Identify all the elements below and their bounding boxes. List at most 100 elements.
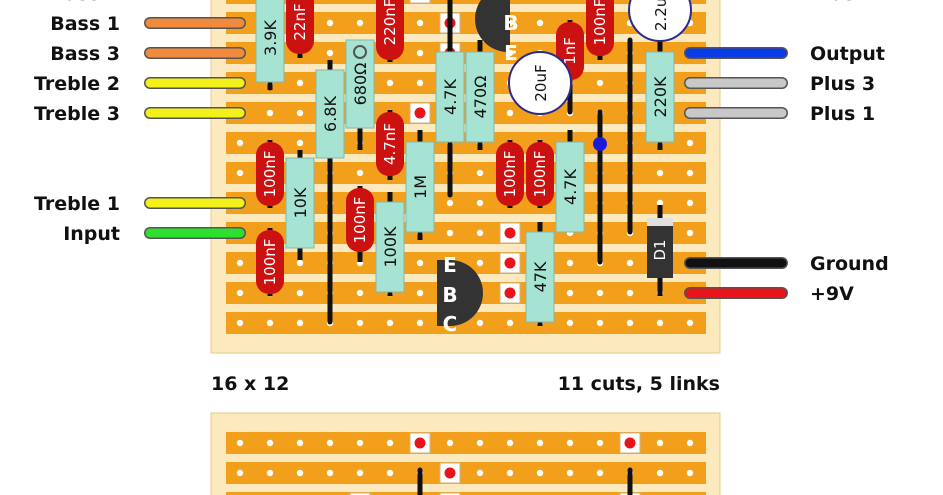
capacitor: 100nF xyxy=(496,140,524,208)
strip-hole xyxy=(236,259,244,267)
capacitor: 100nF xyxy=(586,0,614,60)
strip-hole xyxy=(566,289,574,297)
resistor-label: 4.7K xyxy=(561,169,580,205)
cut-dot xyxy=(414,437,426,449)
electrolytic-capacitor: 2.2uF xyxy=(628,0,692,42)
strip-hole xyxy=(686,229,694,237)
strip-hole xyxy=(326,439,334,447)
strip-hole xyxy=(476,439,484,447)
strip-hole xyxy=(566,439,574,447)
strip-hole xyxy=(356,19,364,27)
strip-hole xyxy=(596,469,604,477)
capacitor-label: 100nF xyxy=(501,151,519,198)
capacitor-label: 1nF xyxy=(561,37,579,65)
copper-strip xyxy=(226,0,706,4)
strip-hole xyxy=(626,289,634,297)
resistor: 1M xyxy=(405,130,435,240)
strip-hole xyxy=(566,319,574,327)
strip-hole xyxy=(236,439,244,447)
strip-hole xyxy=(686,439,694,447)
strip-hole xyxy=(296,439,304,447)
link-junction-dot xyxy=(593,137,607,151)
capacitor: 100nF xyxy=(526,140,554,208)
strip-hole xyxy=(476,199,484,207)
strip-hole xyxy=(686,319,694,327)
wire-label: Treble 2 xyxy=(34,73,120,95)
strip-hole xyxy=(236,139,244,147)
wire-label: Ground xyxy=(810,253,889,275)
capacitor: 100nF xyxy=(256,228,284,296)
strip-hole xyxy=(686,199,694,207)
strip-hole xyxy=(296,469,304,477)
strip-hole xyxy=(566,259,574,267)
resistor: 10K xyxy=(285,150,315,260)
strip-hole xyxy=(326,19,334,27)
strip-hole xyxy=(506,109,514,117)
copper-strip xyxy=(226,312,706,334)
strip-hole xyxy=(506,49,514,57)
cut-dot xyxy=(444,467,456,479)
strip-hole xyxy=(686,469,694,477)
copper-strip xyxy=(226,132,706,154)
resistor: 470Ω xyxy=(465,40,495,150)
wire-label: Bass 3 xyxy=(50,43,120,65)
strip-hole xyxy=(356,289,364,297)
cut-dot xyxy=(504,227,516,239)
capacitor-label: 100nF xyxy=(261,151,279,198)
wire-label: Input xyxy=(63,223,120,245)
diode-label: D1 xyxy=(651,239,669,260)
resistor-label: 3.9K xyxy=(261,20,280,56)
wire-label: Bass 1 xyxy=(50,13,120,35)
capacitor: 4.7nF xyxy=(376,110,404,180)
strip-hole xyxy=(596,319,604,327)
strip-hole xyxy=(296,139,304,147)
strip-hole xyxy=(416,289,424,297)
strip-hole xyxy=(626,319,634,327)
strip-hole xyxy=(296,109,304,117)
wire-label: Plus 3 xyxy=(810,73,875,95)
resistor-label: 680Ω xyxy=(351,63,370,106)
capacitor-label: 100nF xyxy=(351,197,369,244)
capacitor-label: 220nF xyxy=(381,0,399,45)
resistor: 680Ω xyxy=(345,39,375,150)
transistor-pin-label: C xyxy=(443,312,458,336)
capacitor-label: 22nF xyxy=(291,3,309,40)
strip-hole xyxy=(296,289,304,297)
wire-label: Output xyxy=(810,43,885,65)
strip-hole xyxy=(266,319,274,327)
strip-hole xyxy=(326,49,334,57)
strip-hole xyxy=(416,49,424,57)
transistor-pin-label: B xyxy=(503,11,518,35)
wire-label: Bass 2 xyxy=(50,0,120,5)
capacitor: 22nF xyxy=(286,0,314,58)
strip-hole xyxy=(416,79,424,87)
capacitor-label: 100nF xyxy=(531,151,549,198)
reverse-stripboard xyxy=(210,412,721,495)
copper-strip xyxy=(226,432,706,454)
reverse-track-cuts xyxy=(349,432,641,495)
strip-hole xyxy=(446,199,454,207)
electrolytic-capacitors: 20uF 2.2uF xyxy=(508,0,692,115)
board-size-caption: 16 x 12 xyxy=(211,373,289,395)
strip-hole xyxy=(416,19,424,27)
transistor-q2: E B C xyxy=(437,253,483,336)
diode: D1 xyxy=(647,205,673,296)
resistor-label: 1M xyxy=(411,175,430,199)
strip-hole xyxy=(356,469,364,477)
strip-hole xyxy=(656,469,664,477)
resistor: 4.7K xyxy=(435,40,465,150)
resistor-label: 6.8K xyxy=(321,96,340,132)
resistor-label: 100K xyxy=(381,226,400,268)
resistor-label: 470Ω xyxy=(471,76,490,119)
strip-hole xyxy=(416,319,424,327)
capacitor: 220nF xyxy=(376,0,404,62)
strip-hole xyxy=(536,439,544,447)
copper-strip xyxy=(226,492,706,495)
strip-hole xyxy=(296,319,304,327)
reverse-links xyxy=(417,467,633,495)
strip-hole xyxy=(266,109,274,117)
strip-hole xyxy=(236,469,244,477)
wire-label: Plus 2 xyxy=(810,0,875,5)
capacitor: 100nF xyxy=(346,186,374,262)
